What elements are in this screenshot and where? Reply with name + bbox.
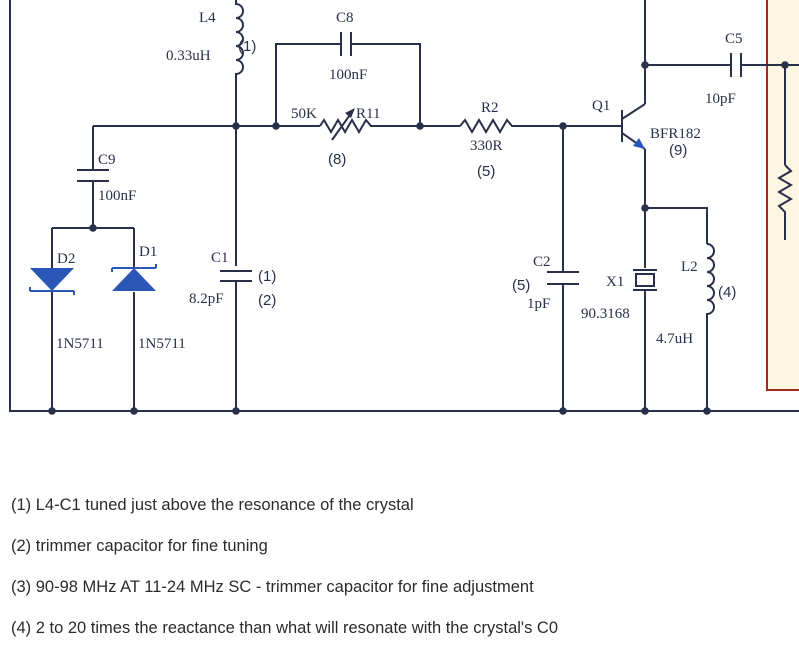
c5-ref: C5 (725, 31, 743, 47)
diode-d2-symbol (30, 268, 74, 291)
c2-note: (5) (512, 277, 530, 294)
c2-ref: C2 (533, 254, 551, 270)
l2-value: 4.7uH (656, 331, 693, 347)
l2-note: (4) (718, 284, 736, 301)
note-3: (3) 90-98 MHz AT 11-24 MHz SC - trimmer … (11, 578, 534, 596)
c1-ref: C1 (211, 250, 229, 266)
c1-note-2: (2) (258, 292, 276, 309)
q1-value: BFR182 (650, 126, 701, 142)
l4-note: (1) (238, 38, 256, 55)
note-2: (2) trimmer capacitor for fine tuning (11, 537, 268, 555)
d1-value: 1N5711 (138, 336, 186, 352)
c8-ref: C8 (336, 10, 354, 26)
l4-value: 0.33uH (166, 48, 211, 64)
q1-ref: Q1 (592, 98, 610, 114)
note-1: (1) L4-C1 tuned just above the resonance… (11, 496, 414, 514)
r2-value: 330R (470, 138, 503, 154)
inductor-l2-symbol (706, 243, 715, 411)
resistor-r2-symbol (459, 118, 520, 134)
r11-ref: R11 (356, 106, 380, 122)
c9-ref: C9 (98, 152, 116, 168)
note-4: (4) 2 to 20 times the reactance than wha… (11, 619, 558, 637)
inductor-l4-symbol (235, 0, 244, 411)
r11-note: (8) (328, 151, 346, 168)
x1-ref: X1 (606, 274, 624, 290)
c8-value: 100nF (329, 67, 367, 83)
c9-value: 100nF (98, 188, 136, 204)
d2-value: 1N5711 (56, 336, 104, 352)
l2-ref: L2 (681, 259, 698, 275)
resistor-r11-symbol (319, 118, 375, 134)
d1-ref: D1 (139, 244, 157, 260)
notes-list: (1) L4-C1 tuned just above the resonance… (11, 490, 791, 654)
q1-note: (9) (669, 142, 687, 159)
schematic-diagram: L4 0.33uH (1) C8 100nF 50K R11 (8) R2 33… (9, 0, 799, 415)
ground-rail (9, 0, 799, 412)
c1-note-1: (1) (258, 268, 276, 285)
wire-l2-top (645, 207, 708, 244)
r2-note: (5) (477, 163, 495, 180)
c2-value: 1pF (527, 296, 550, 312)
x1-value: 90.3168 (581, 306, 630, 322)
wire-c8-left (275, 43, 341, 126)
l4-ref: L4 (199, 10, 216, 26)
d2-ref: D2 (57, 251, 75, 267)
r2-ref: R2 (481, 100, 499, 116)
c1-value: 8.2pF (189, 291, 224, 307)
c5-value: 10pF (705, 91, 736, 107)
diode-d1-symbol (112, 268, 156, 291)
wire-c8-right (351, 43, 421, 126)
r11-value: 50K (291, 106, 317, 122)
